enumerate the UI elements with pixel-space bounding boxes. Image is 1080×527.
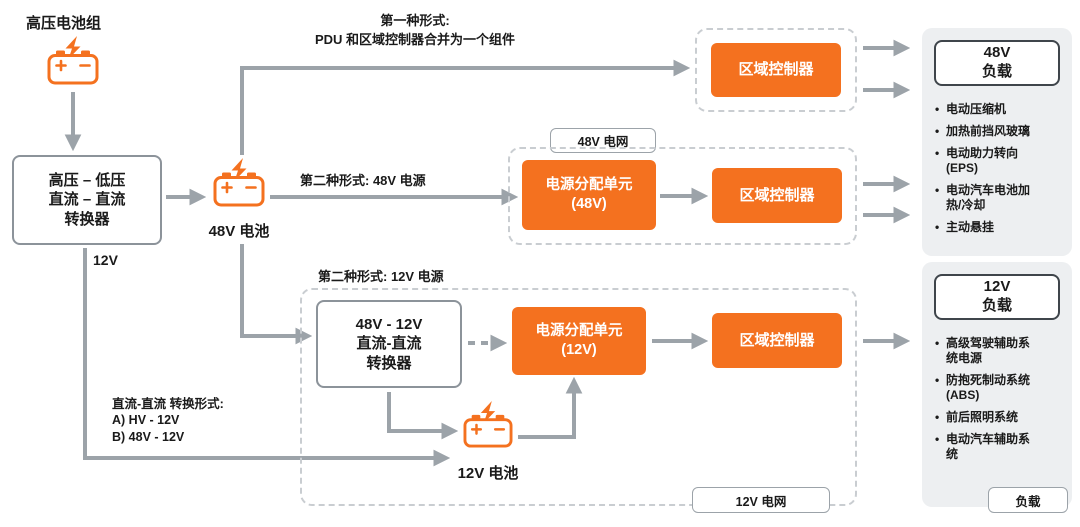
note-form2-48v: 第二种形式: 48V 电源: [300, 173, 426, 188]
load-item: 电动助力转向 (EPS): [934, 146, 1066, 176]
note-form2-12v: 第二种形式: 12V 电源: [318, 269, 444, 284]
pdu-12v-box: 电源分配单元 (12V): [512, 307, 646, 375]
note-dcdc-forms: 直流-直流 转换形式: A) HV - 12V B) 48V - 12V: [112, 397, 224, 444]
note-form1: 第一种形式: PDU 和区域控制器合并为一个组件: [314, 13, 516, 47]
pdu-48v-box: 电源分配单元 (48V): [522, 160, 656, 230]
load-item: 主动悬挂: [934, 220, 1066, 235]
loads-12v-title: 12V 负载: [934, 274, 1060, 320]
battery-12v-label: 12V 电池: [457, 465, 519, 482]
loads-12v-list: 高级驾驶辅助系 统电源 防抱死制动系统 (ABS) 前后照明系统 电动汽车辅助系…: [934, 336, 1066, 469]
note-12v: 12V: [93, 252, 118, 268]
arrow-48vbatt-to-conv4812: [240, 244, 313, 345]
battery-48v-icon: [212, 158, 266, 208]
load-item: 加热前挡风玻璃: [934, 124, 1066, 139]
load-item: 防抱死制动系统 (ABS): [934, 373, 1066, 403]
battery-48v-label: 48V 电池: [208, 223, 270, 240]
zone-controller-top-container: [695, 28, 857, 112]
load-item: 前后照明系统: [934, 410, 1066, 425]
load-item: 电动汽车电池加 热/冷却: [934, 183, 1066, 213]
loads-48v-list: 电动压缩机 加热前挡风玻璃 电动助力转向 (EPS) 电动汽车电池加 热/冷却 …: [934, 102, 1066, 242]
zone-controller-top-box: 区域控制器: [711, 43, 841, 97]
load-item: 电动压缩机: [934, 102, 1066, 117]
loads-48v-title: 48V 负载: [934, 40, 1060, 86]
grid-12v-container: [300, 288, 857, 506]
load-item: 电动汽车辅助系 统: [934, 432, 1066, 462]
load-item: 高级驾驶辅助系 统电源: [934, 336, 1066, 366]
zone-controller-12v-box: 区域控制器: [712, 313, 842, 368]
hv-battery-label: 高压电池组: [26, 15, 102, 32]
battery-12v-icon: [462, 401, 514, 449]
zone-controller-48v-box: 区域控制器: [712, 168, 842, 223]
hv-lv-dcdc-converter-box: 高压 – 低压 直流 – 直流 转换器: [12, 155, 162, 245]
hv-battery-icon: [46, 36, 100, 86]
grid-12v-tag: 12V 电网: [692, 487, 830, 513]
loads-tag: 负载: [988, 487, 1068, 513]
converter-48v-12v-box: 48V - 12V 直流-直流 转换器: [316, 300, 462, 388]
grid-48v-container: [508, 147, 857, 245]
